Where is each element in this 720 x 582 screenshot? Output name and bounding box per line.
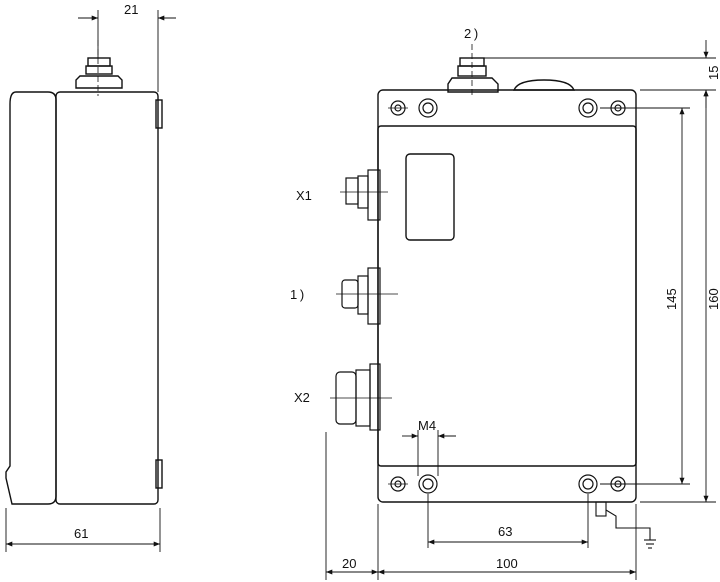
top-vent-cap: [512, 79, 576, 91]
ground-terminal: [595, 501, 656, 549]
conn-1-label: 1 ): [290, 287, 304, 302]
mounting-plate: [377, 89, 637, 503]
side-tab-top: [155, 99, 163, 129]
side-tab-bottom: [155, 459, 163, 489]
dim-20-label: 20: [342, 556, 356, 571]
x1-connector: [340, 169, 388, 221]
conn-2-label: 2 ): [464, 26, 478, 41]
conn1-connector: [336, 267, 398, 325]
conn-x1-label: X1: [296, 188, 312, 203]
label-window: [405, 153, 455, 241]
dim-145-label: 145: [664, 288, 679, 310]
front-view: [330, 44, 656, 549]
dim-m4-label: M4: [418, 418, 436, 433]
dim-63-label: 63: [498, 524, 512, 539]
side-top-connector: [75, 40, 123, 96]
dim-21: [78, 10, 176, 92]
side-enclosure-lid: [5, 91, 57, 505]
dim-61: [5, 508, 161, 552]
dim-160-label: 160: [706, 288, 720, 310]
top-connector: [447, 44, 499, 96]
top-mounting-holes: [388, 98, 628, 118]
side-enclosure-body: [55, 91, 159, 505]
dim-15-label: 15: [706, 66, 720, 80]
dim-21-label: 21: [124, 2, 138, 17]
x2-connector: [330, 363, 392, 431]
front-dimensions: [325, 40, 716, 580]
bottom-mounting-holes: [388, 474, 628, 494]
side-view: [5, 10, 176, 552]
conn-x2-label: X2: [294, 390, 310, 405]
dim-61-label: 61: [74, 526, 88, 541]
dim-100-label: 100: [496, 556, 518, 571]
main-housing: [377, 125, 637, 467]
